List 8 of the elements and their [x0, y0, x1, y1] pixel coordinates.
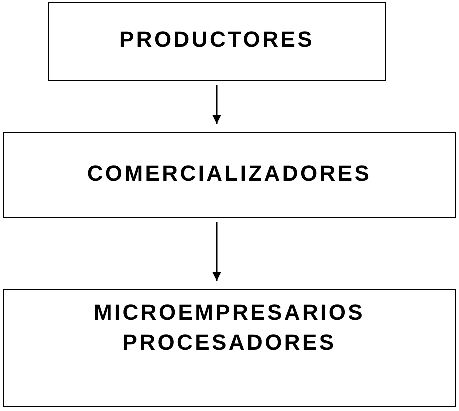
arrow — [212, 85, 222, 124]
arrow — [212, 222, 222, 281]
process-box — [48, 2, 386, 81]
box-label: MICROEMPRESARIOS PROCESADORES — [92, 299, 366, 357]
process-box — [3, 132, 456, 218]
box-label: COMERCIALIZADORES — [86, 160, 373, 188]
box-label: PRODUCTORES — [118, 26, 316, 54]
process-box — [3, 289, 456, 407]
